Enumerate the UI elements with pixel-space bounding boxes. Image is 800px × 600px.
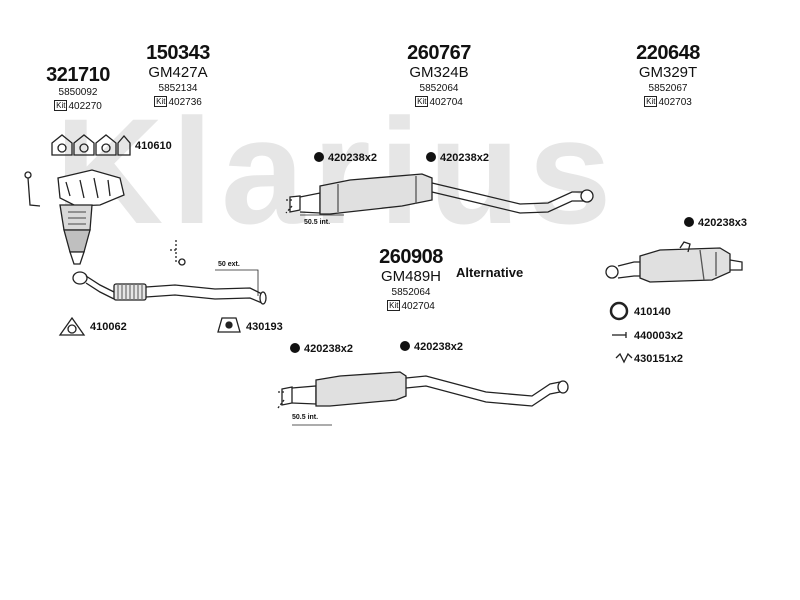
diameter-tag-bottom: 50.5 int.	[292, 414, 319, 421]
part-oe-code: GM427A	[148, 64, 208, 81]
kit-label: Kit	[54, 100, 68, 111]
part-number: 150343	[146, 42, 210, 64]
ring-label: 410140	[634, 306, 671, 318]
part-reference: 5852064	[391, 287, 431, 298]
kit-number: 402703	[658, 97, 692, 108]
kit-label: Kit	[644, 96, 658, 107]
manifold-gasket-set-drawing	[51, 134, 131, 156]
gasket-set-label: 410610	[135, 140, 172, 152]
diameter-tag-ext: 50 ext.	[218, 261, 240, 268]
kit-number: 402270	[68, 101, 102, 112]
flange-gasket-label: 410062	[90, 321, 127, 333]
clamp-label-a: 420238x2	[314, 151, 377, 165]
diameter-tag-top: 50.5 int.	[304, 219, 331, 226]
clamp-icon	[290, 343, 300, 353]
part-oe-code: GM489H	[380, 268, 442, 285]
kit-label: Kit	[154, 96, 168, 107]
centre-silencer-drawing	[285, 173, 594, 216]
mounting-label: 430193	[246, 321, 283, 333]
bolt-label: 440003x2	[634, 330, 683, 342]
clamp-label-e: 420238x2	[400, 340, 463, 354]
part-reference: 5852134	[158, 83, 198, 94]
part-oe-code: GM329T	[638, 64, 698, 81]
kit-number: 402704	[401, 301, 435, 312]
kit-label: Kit	[387, 300, 401, 311]
clamp-qty: 420238x2	[414, 341, 463, 353]
clamp-label-d: 420238x2	[290, 342, 353, 356]
front-pipe-drawing	[72, 240, 267, 305]
spring-label: 430151x2	[634, 353, 683, 365]
part-reference: 5852067	[648, 83, 688, 94]
clamp-icon	[684, 217, 694, 227]
clamp-qty: 420238x2	[328, 152, 377, 164]
clamp-icon	[400, 341, 410, 351]
clamp-qty: 420238x2	[440, 152, 489, 164]
alternative-label: Alternative	[456, 265, 524, 280]
clamp-icon	[426, 152, 436, 162]
clamp-icon	[314, 152, 324, 162]
clamp-qty: 420238x2	[304, 343, 353, 355]
kit-number: 402736	[168, 97, 202, 108]
small-parts-drawing	[58, 316, 241, 336]
accessory-icons-drawing	[609, 301, 633, 364]
clamp-qty: 420238x3	[698, 217, 747, 229]
part-number: 321710	[46, 64, 110, 86]
clamp-label-b: 420238x2	[426, 151, 489, 165]
part-reference: 5852064	[419, 83, 459, 94]
part-number: 220648	[636, 42, 700, 64]
clamp-label-c: 420238x3	[684, 216, 747, 230]
manifold-catalyst-drawing	[24, 169, 125, 265]
alternative-silencer-drawing	[276, 371, 569, 426]
brand-watermark: Klarius	[55, 87, 620, 255]
rear-silencer-drawing	[605, 241, 743, 283]
part-number: 260767	[407, 42, 471, 64]
kit-number: 402704	[429, 97, 463, 108]
part-oe-code: GM324B	[409, 64, 469, 81]
part-reference: 5850092	[58, 87, 98, 98]
part-number: 260908	[379, 246, 443, 268]
kit-label: Kit	[415, 96, 429, 107]
